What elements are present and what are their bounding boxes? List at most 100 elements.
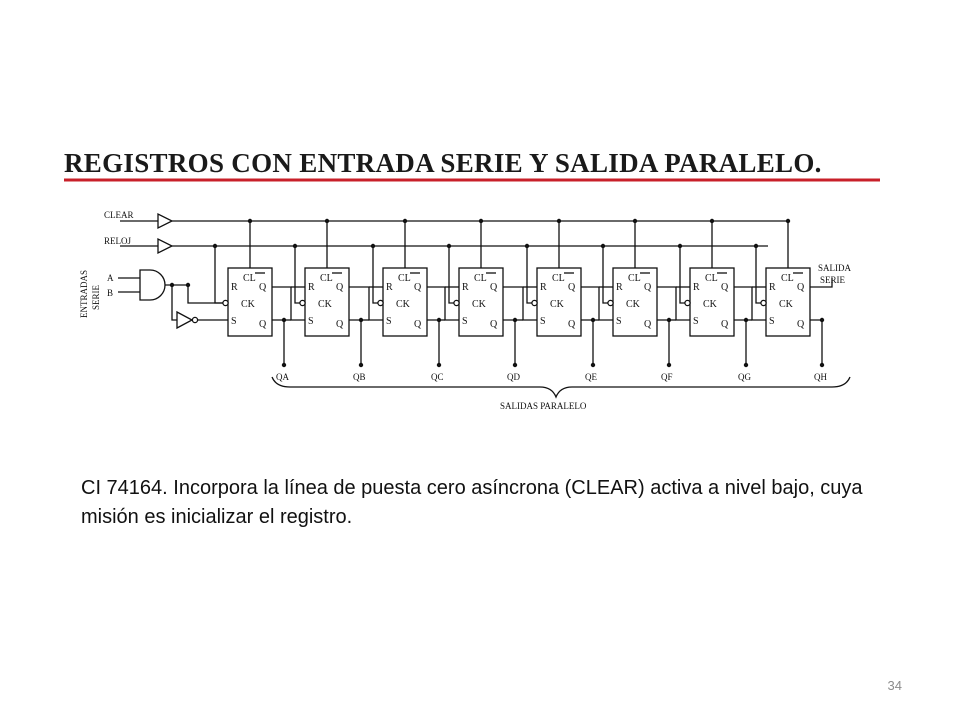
q-output-wire [349,319,362,365]
output-label-qe: QE [585,372,597,382]
ck-bubble [684,299,691,307]
ff-pin-q: Q [259,282,267,293]
clock-label: RELOJ [104,236,131,246]
ff-pin-ck: CK [396,299,411,310]
ck-bubble [760,299,767,307]
ff-pin-clear: CL [243,273,256,284]
ff-pin-r: R [693,282,700,293]
ff-pin-s: S [231,316,237,327]
q-output-wire [810,319,823,365]
ff-pin-q-bottom: Q [336,319,344,330]
and-output-wire [165,284,230,304]
caption: CI 74164. Incorpora la línea de puesta c… [81,477,863,528]
q-output-wire [581,319,594,365]
ck-bubble [377,299,384,307]
ff-pin-q: Q [721,282,729,293]
output-label-qb: QB [353,372,366,382]
ff-pin-ck: CK [626,299,641,310]
ff-pin-r: R [462,282,469,293]
output-label-qh: QH [814,372,827,382]
q-output-wire [272,319,285,365]
ff-pin-ck: CK [703,299,718,310]
serial-out-label-1: SALIDA [818,263,851,273]
clock-tap [755,246,761,304]
ff-pin-q: Q [414,282,422,293]
ff-pin-s: S [769,316,775,327]
q-output-node [819,362,825,368]
inverter-input-wire [171,285,177,321]
chain-wire [657,286,690,321]
output-label-qf: QF [661,372,673,382]
ff-pin-s: S [386,316,392,327]
q-output-node [512,362,518,368]
ck-bubble [531,299,538,307]
q-output-wire [657,319,670,365]
flip-flop-8 [765,267,811,337]
ff-pin-r: R [769,282,776,293]
serial-inputs-label: ENTRADAS SERIE [79,270,101,318]
ff-pin-s: S [540,316,546,327]
ff-pin-s: S [693,316,699,327]
ff-pin-q: Q [490,282,498,293]
diagram-title: REGISTROS CON ENTRADA SERIE Y SALIDA PAR… [64,148,822,178]
serial-out-wire [810,278,833,288]
ff-pin-ck: CK [318,299,333,310]
parallel-output-brace [271,376,851,399]
ff-pin-r: R [616,282,623,293]
clear-label: CLEAR [104,210,134,220]
ff-pin-q: Q [797,282,805,293]
ff-pin-clear: CL [398,273,411,284]
ff-pin-q-bottom: Q [721,319,729,330]
q-output-node [743,362,749,368]
ff-pin-clear: CL [705,273,718,284]
ff-pin-q-bottom: Q [568,319,576,330]
ff-pin-ck: CK [779,299,794,310]
ff-pin-ck: CK [472,299,487,310]
ff-pin-clear: CL [781,273,794,284]
ff-pin-r: R [308,282,315,293]
clock-tap [679,246,685,304]
flip-flop-6 [612,267,658,337]
q-output-node [590,362,596,368]
q-output-wire [734,319,747,365]
q-output-node [281,362,287,368]
q-output-node [358,362,364,368]
ff-pin-s: S [462,316,468,327]
chain-wire [272,286,305,321]
clock-tap [294,246,300,304]
ff-pin-q: Q [336,282,344,293]
clock-tap [372,246,378,304]
ck-bubble [222,299,229,307]
ff-pin-ck: CK [241,299,256,310]
output-label-qa: QA [276,372,289,382]
ff-pin-r: R [386,282,393,293]
ck-bubble [299,299,306,307]
ff-pin-q-bottom: Q [797,319,805,330]
ff-pin-r: R [231,282,238,293]
ck-bubble [453,299,460,307]
q-output-wire [503,319,516,365]
ff-pin-q-bottom: Q [259,319,267,330]
input-b-label: B [107,288,113,298]
ff-pin-q: Q [568,282,576,293]
output-label-qd: QD [507,372,520,382]
svg-text:SERIE: SERIE [91,284,101,310]
clock-tap [526,246,532,304]
output-label-qg: QG [738,372,751,382]
output-label-qc: QC [431,372,444,382]
q-output-wire [427,319,440,365]
clear-buffer [157,212,174,230]
flip-flop-5 [536,267,582,337]
input-a-label: A [107,273,114,283]
inverter [176,310,194,330]
clock-tap [602,246,608,304]
chain-wire [349,286,383,321]
page-number: 34 [887,678,902,693]
svg-text:ENTRADAS: ENTRADAS [79,270,89,318]
clock-tap [448,246,454,304]
serial-out-label-2: SERIE [820,275,846,285]
q-output-node [436,362,442,368]
q-output-node [666,362,672,368]
chain-wire [581,286,613,321]
